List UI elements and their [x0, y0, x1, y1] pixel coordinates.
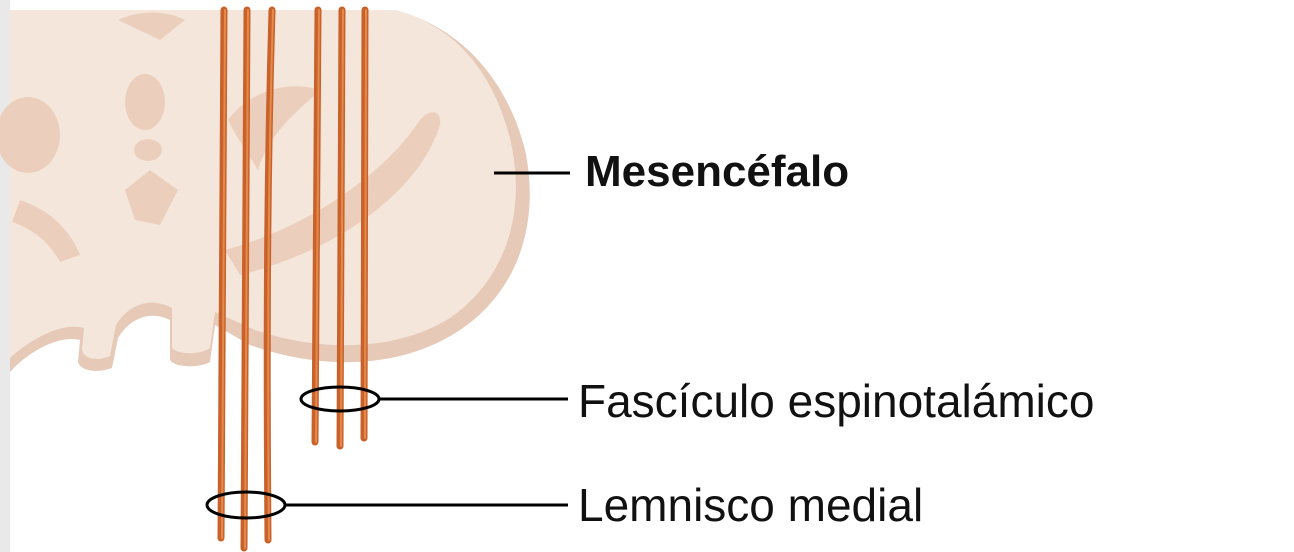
tissue-body: [10, 10, 516, 359]
label-mesencefalo: Mesencéfalo: [585, 150, 849, 194]
fiber-highlight: [365, 10, 366, 438]
left-border: [0, 0, 10, 552]
label-fasciculo-espinotalamico: Fascículo espinotalámico: [578, 378, 1094, 424]
nucleus-small: [134, 139, 162, 161]
label-lemnisco-medial: Lemnisco medial: [578, 482, 923, 528]
nucleus-center: [125, 74, 165, 130]
